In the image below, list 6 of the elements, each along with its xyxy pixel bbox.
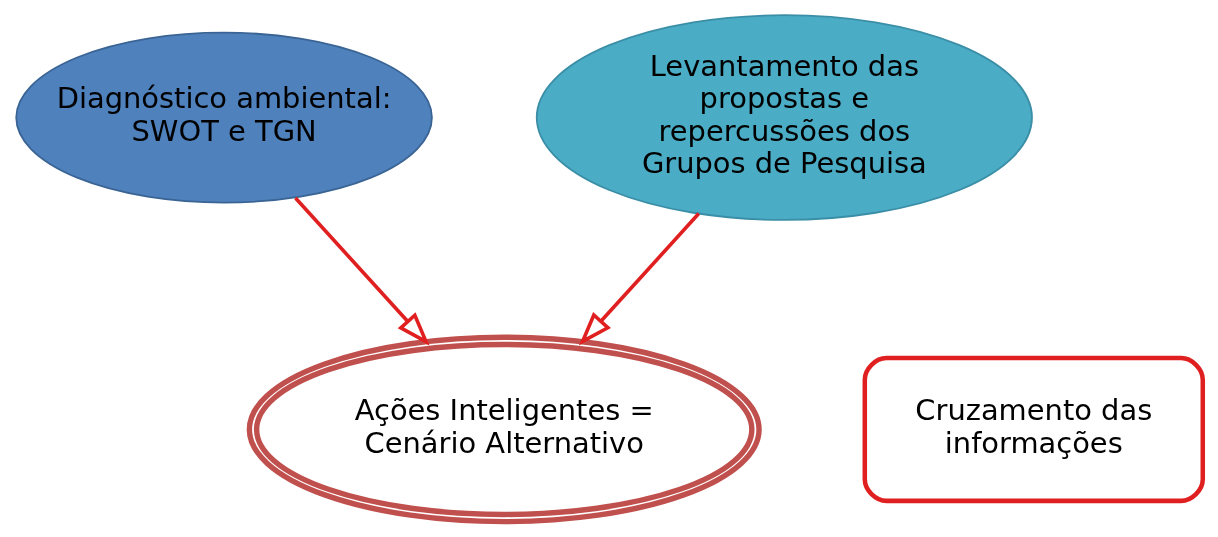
node-ellipse: Levantamento das propostas e repercussões dos Grupos de Pesquisa bbox=[535, 14, 1033, 221]
arrow bbox=[578, 212, 700, 346]
node-ellipse: Diagnóstico ambiental: SWOT e TGN bbox=[14, 31, 433, 204]
node-ellipse: Ações Inteligentes = Cenário Alternativo bbox=[246, 334, 762, 525]
arrow bbox=[293, 196, 430, 346]
node-box: Cruzamento das informações bbox=[862, 355, 1205, 504]
